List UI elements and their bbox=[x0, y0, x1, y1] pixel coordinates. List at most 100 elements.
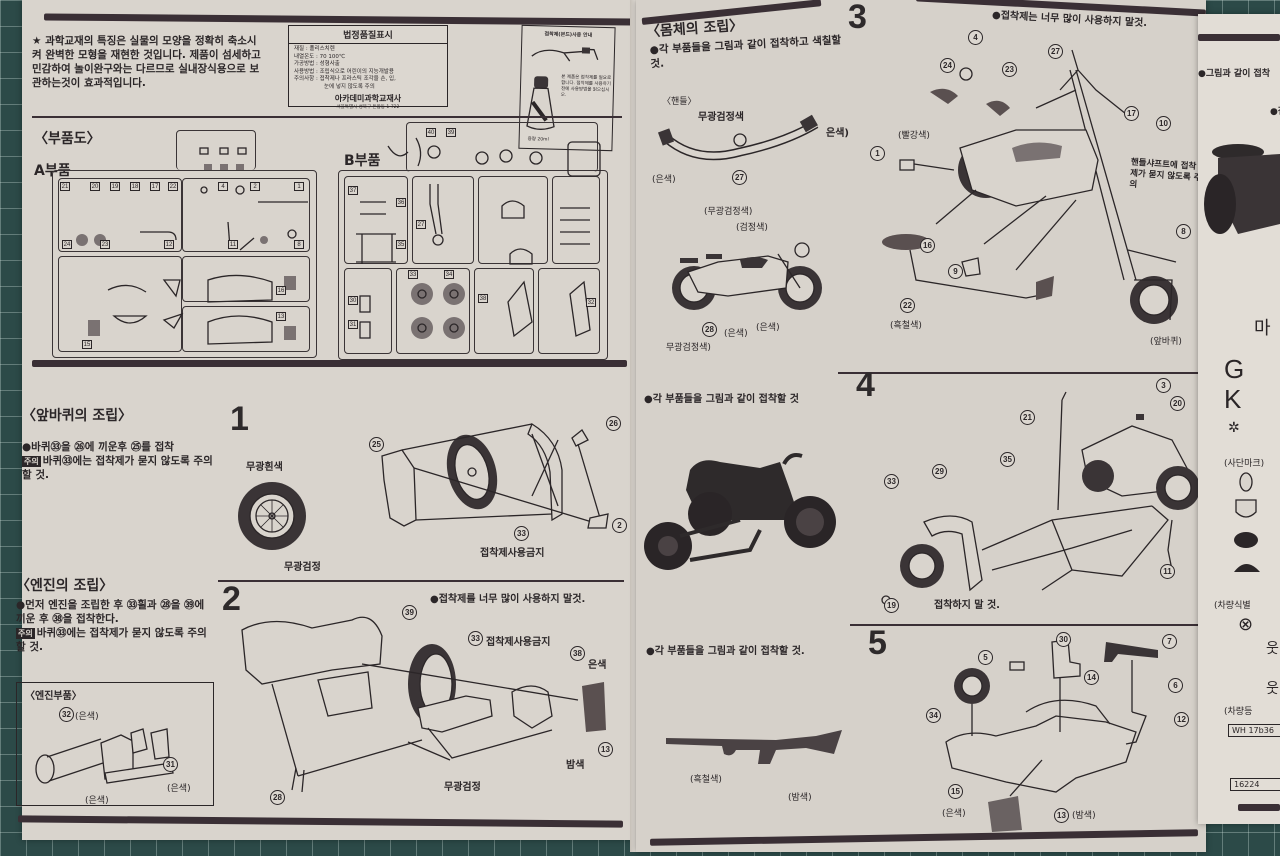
handle-color-label: 은색) bbox=[826, 128, 849, 139]
step-1-number: 1 bbox=[230, 400, 249, 438]
part-number: 2 bbox=[612, 518, 627, 533]
page-fold bbox=[630, 0, 640, 852]
part-number: 7 bbox=[1162, 634, 1177, 649]
step-4-number: 4 bbox=[856, 366, 875, 404]
step3-assembly-diagram bbox=[882, 49, 1178, 324]
sprue-b-cell bbox=[538, 268, 600, 354]
front-wheel-instruction: ●바퀴㉝을 ㉖에 끼운후 ㉕를 접착 bbox=[22, 441, 174, 453]
top-rule bbox=[43, 13, 635, 26]
division-mark-icon bbox=[1239, 472, 1253, 492]
red-color-label: (빨강색) bbox=[898, 131, 930, 141]
sprue-a-cell bbox=[58, 256, 182, 352]
part-tag: 13 bbox=[276, 312, 286, 321]
part-number: 23 bbox=[1002, 62, 1017, 77]
sprue-a-cell bbox=[182, 178, 310, 252]
caution-tag: 주의 bbox=[16, 628, 35, 639]
sidecar-photo bbox=[644, 453, 836, 570]
part-tag: 12 bbox=[164, 240, 174, 249]
license-plate: WH 17b36 bbox=[1228, 724, 1280, 737]
bike-color-label: (무광검정색) bbox=[704, 207, 753, 217]
handle-color-label: 무광검정색 bbox=[698, 112, 744, 123]
part-tag: 21 bbox=[60, 182, 70, 191]
sprue-b-frame bbox=[338, 170, 608, 360]
bike-color-label: 무광검정색) bbox=[666, 343, 711, 353]
parts-diagram-title: 〈부품도〉 bbox=[34, 131, 101, 147]
sprue-b-parts bbox=[356, 137, 601, 339]
quality-row: 사용방법 : 조립식으로 어린이의 지능개발용 bbox=[294, 68, 394, 75]
decal-letter-k: K bbox=[1224, 384, 1242, 414]
step2-note: ●접착제를 너무 많이 사용하지 말것. bbox=[430, 594, 586, 605]
sprue-a-cell bbox=[182, 306, 310, 352]
color-label: (은색) bbox=[85, 796, 109, 806]
quality-row: 주의사항 : 접착제나 프라스틱 조각을 손, 입, bbox=[294, 76, 396, 82]
divider bbox=[32, 116, 622, 118]
part-number: 27 bbox=[732, 170, 747, 185]
color-label: (은색) bbox=[75, 712, 99, 722]
wheel-color-icon bbox=[238, 482, 306, 550]
step5-diagram bbox=[945, 639, 1158, 832]
quality-row: 가공방법 : 성형사출 bbox=[294, 61, 340, 67]
step4-diagram bbox=[881, 391, 1200, 605]
third-page-note: ●접 bbox=[1270, 107, 1280, 117]
part-tag: 37 bbox=[348, 186, 358, 195]
part-number: 13 bbox=[1054, 808, 1069, 823]
part-tag: 38 bbox=[478, 294, 488, 303]
sidecar-photo bbox=[1204, 144, 1280, 234]
step2-matte-black-label: 무광검정 bbox=[444, 782, 481, 793]
step1-no-glue-label: 접착제사용금지 bbox=[480, 548, 545, 559]
step2-diagram bbox=[241, 616, 606, 793]
step1-wheel-top-label: 무광흰색 bbox=[246, 462, 283, 473]
part-tag: 24 bbox=[62, 240, 72, 249]
sprue-a-top bbox=[176, 130, 256, 170]
part-tag: 39 bbox=[446, 128, 456, 137]
part-tag: 23 bbox=[100, 240, 110, 249]
part-tag: 4 bbox=[218, 182, 228, 191]
part-number: 4 bbox=[968, 30, 983, 45]
part-tag: 20 bbox=[90, 182, 100, 191]
part-tag: 19 bbox=[110, 182, 120, 191]
shaft-note: 핸들샤프트에 접착제가 묻지 않도록 주의 bbox=[1129, 157, 1202, 190]
part-number: 26 bbox=[606, 416, 621, 431]
step1-diagram bbox=[381, 423, 609, 529]
glue-notice-body: 본 제품은 접착제를 필요로 합니다. 접착제를 사용하기 전에 사용방법을 읽… bbox=[560, 74, 612, 98]
part-number: 6 bbox=[1168, 678, 1183, 693]
division-mark-label: (사단마크) bbox=[1224, 459, 1265, 469]
part-number: 1 bbox=[870, 146, 885, 161]
vehicle-id-label: (차량식별 bbox=[1214, 601, 1251, 611]
part-number: 28 bbox=[702, 322, 717, 337]
motorcycle-drawing bbox=[672, 242, 822, 310]
left-page: ★ 과학교재의 특징은 실물의 모양을 정확히 축소시켜 완벽한 모형을 재현한… bbox=[16, 0, 636, 840]
part-number: 24 bbox=[940, 58, 955, 73]
handle-color-label: (은색) bbox=[652, 175, 676, 185]
step-5-number: 5 bbox=[868, 624, 887, 662]
part-tag: 15 bbox=[82, 340, 92, 349]
star-icon: ★ bbox=[32, 35, 42, 47]
step4-instruction: ●각 부품들을 그림과 같이 접착할 것 bbox=[644, 394, 799, 405]
part-number: 17 bbox=[1124, 106, 1139, 121]
step-3-number: 3 bbox=[848, 0, 867, 36]
color-label: (은색) bbox=[167, 784, 191, 794]
sprue-a-frame bbox=[52, 170, 317, 358]
top-rule bbox=[1198, 34, 1280, 41]
intro-block: ★ 과학교재의 특징은 실물의 모양을 정확히 축소시켜 완벽한 모형을 재현한… bbox=[32, 34, 262, 90]
step-2-number: 2 bbox=[222, 580, 241, 618]
bottom-rule bbox=[17, 815, 624, 828]
divider bbox=[218, 580, 624, 582]
caution-tag: 주의 bbox=[22, 456, 41, 467]
part-tag: 18 bbox=[130, 182, 140, 191]
part-tag: 27 bbox=[416, 220, 426, 229]
part-tag: 1 bbox=[294, 182, 304, 191]
part-tag: 40 bbox=[426, 128, 436, 137]
part-number: 29 bbox=[932, 464, 947, 479]
bottom-rule bbox=[1238, 804, 1280, 811]
part-tag: 34 bbox=[444, 270, 454, 279]
front-wheel-caution: 바퀴㉝에는 접착제가 묻지 않도록 주의할 것. bbox=[22, 455, 213, 481]
part-tag: 8 bbox=[294, 240, 304, 249]
gun-color-label: (밤색) bbox=[788, 793, 812, 803]
sprue-b-cell bbox=[344, 268, 392, 354]
sprue-b-top bbox=[406, 122, 598, 172]
part-number: 30 bbox=[1056, 632, 1071, 647]
third-page: ●그림과 같이 접착 ●접 마 G K ✲ (사단마크) (차량식별 ⊗ 웃 웃… bbox=[1198, 14, 1280, 824]
vehicle-id-icon: 웃 bbox=[1266, 681, 1279, 697]
